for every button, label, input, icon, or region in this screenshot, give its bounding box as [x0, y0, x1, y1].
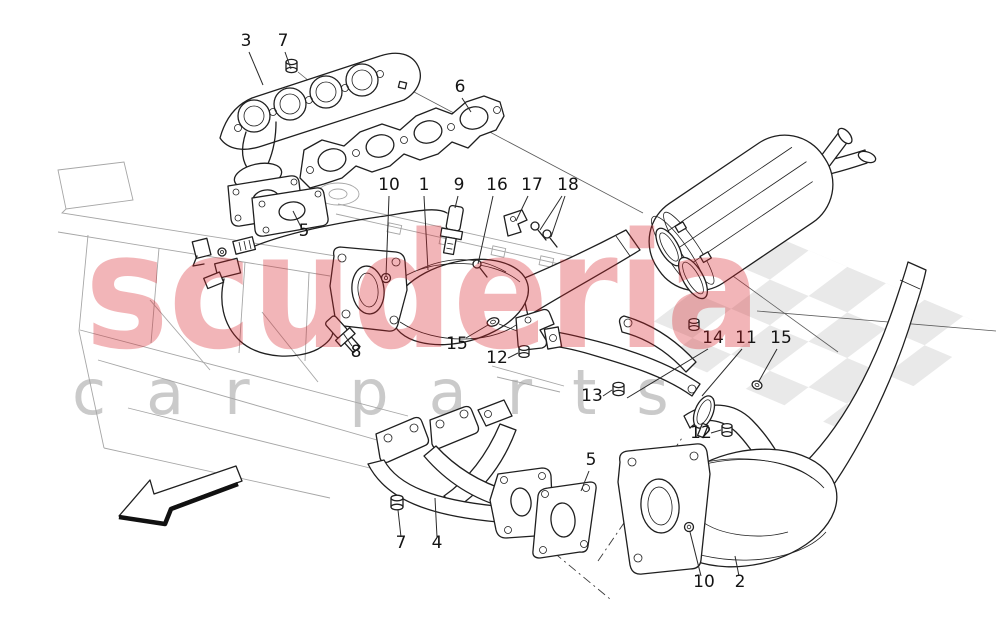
leader-line-7: [397, 509, 402, 538]
part-callout-17[interactable]: 17: [521, 175, 543, 195]
part-callout-14[interactable]: 14: [702, 328, 724, 348]
part-callout-2[interactable]: 2: [735, 572, 746, 592]
hanger-bracket-front: [486, 308, 555, 359]
callout-layer: 3 7 6 10 1 9 16 17 18 5 8 15 12 13 14 11 15 12 5 7 4 10 2: [241, 31, 792, 592]
leader-line-17: [515, 195, 529, 222]
leader-line-10: [385, 195, 390, 277]
manifold-gasket: [299, 95, 505, 189]
leader-line-15: [465, 324, 489, 339]
leader-line-8: [342, 332, 353, 347]
leader-line-4: [434, 497, 438, 538]
part-callout-18[interactable]: 18: [557, 175, 579, 195]
leader-line-10: [689, 531, 702, 577]
silencer-assembly: [648, 127, 877, 300]
part-callout-1[interactable]: 1: [419, 175, 430, 195]
sensor-clip: [503, 209, 528, 237]
support-bracket: [543, 315, 701, 397]
leader-line-16: [477, 195, 494, 265]
leader-line-18: [539, 195, 563, 231]
part-callout-3[interactable]: 3: [241, 31, 252, 51]
exhaust-manifold-rear: [367, 399, 553, 539]
part-callout-4[interactable]: 4: [432, 533, 443, 553]
part-callout-11[interactable]: 11: [735, 328, 757, 348]
leader-line-2: [734, 555, 740, 577]
pre-catalytic-converter-right: [617, 261, 927, 575]
manifold-to-catalyst-gasket-front: [251, 187, 329, 237]
part-callout-13[interactable]: 13: [581, 386, 603, 406]
brand-watermark: scuderia: [85, 198, 761, 385]
leader-line-9: [454, 195, 459, 209]
part-callout-8[interactable]: 8: [351, 342, 362, 362]
leader-line-18: [550, 195, 566, 238]
part-callout-16[interactable]: 16: [486, 175, 508, 195]
part-callout-10[interactable]: 10: [378, 175, 400, 195]
manifold-to-catalyst-gasket-rear: [532, 481, 597, 559]
leader-line-13: [602, 389, 613, 397]
part-callout-12[interactable]: 12: [486, 348, 508, 368]
part-callout-15[interactable]: 15: [446, 334, 468, 354]
leader-line-6: [461, 97, 472, 113]
subbrand-watermark: car parts: [72, 356, 709, 429]
part-callout-9[interactable]: 9: [454, 175, 465, 195]
leader-line-15: [758, 348, 778, 382]
part-callout-7[interactable]: 7: [396, 533, 407, 553]
leader-line-5: [292, 210, 302, 228]
leader-line-11: [701, 348, 743, 397]
leader-line-1: [423, 195, 429, 271]
leader-line-14: [626, 348, 709, 399]
oxygen-sensor-front: [439, 204, 464, 256]
leader-line-3: [248, 51, 264, 86]
direction-arrow: [118, 465, 243, 527]
part-callout-5[interactable]: 5: [299, 221, 310, 241]
part-callout-5[interactable]: 5: [586, 450, 597, 470]
fixing-bolts: [472, 221, 558, 278]
leader-line-7: [284, 51, 292, 70]
part-callout-12[interactable]: 12: [690, 423, 712, 443]
leader-line-5: [580, 470, 590, 492]
leader-line-12: [507, 352, 519, 359]
part-callout-15[interactable]: 15: [770, 328, 792, 348]
sensor-wiring-harness: [191, 209, 448, 357]
part-callout-10[interactable]: 10: [693, 572, 715, 592]
part-callout-6[interactable]: 6: [455, 77, 466, 97]
leader-line-12: [710, 429, 722, 434]
part-callout-7[interactable]: 7: [278, 31, 289, 51]
